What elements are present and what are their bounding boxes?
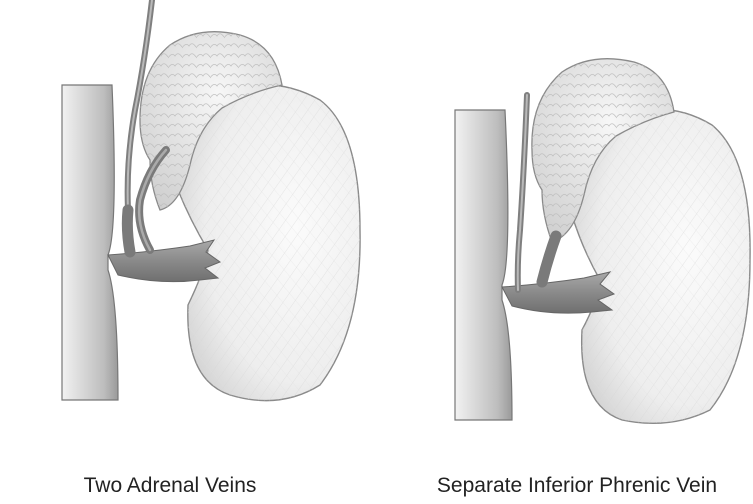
caption-two-adrenal-veins: Two Adrenal Veins: [20, 472, 320, 500]
caption-separate-inferior-phrenic-vein: Separate Inferior Phrenic Vein: [402, 472, 752, 500]
vena-cava: [62, 85, 118, 400]
anatomy-illustration: [0, 0, 753, 470]
adrenal-vein-1: [127, 210, 130, 252]
vena-cava: [455, 110, 512, 420]
panel-two-adrenal-veins: [62, 0, 360, 401]
panel-separate-phrenic-vein: [455, 59, 750, 424]
adrenal-vein: [542, 236, 556, 282]
